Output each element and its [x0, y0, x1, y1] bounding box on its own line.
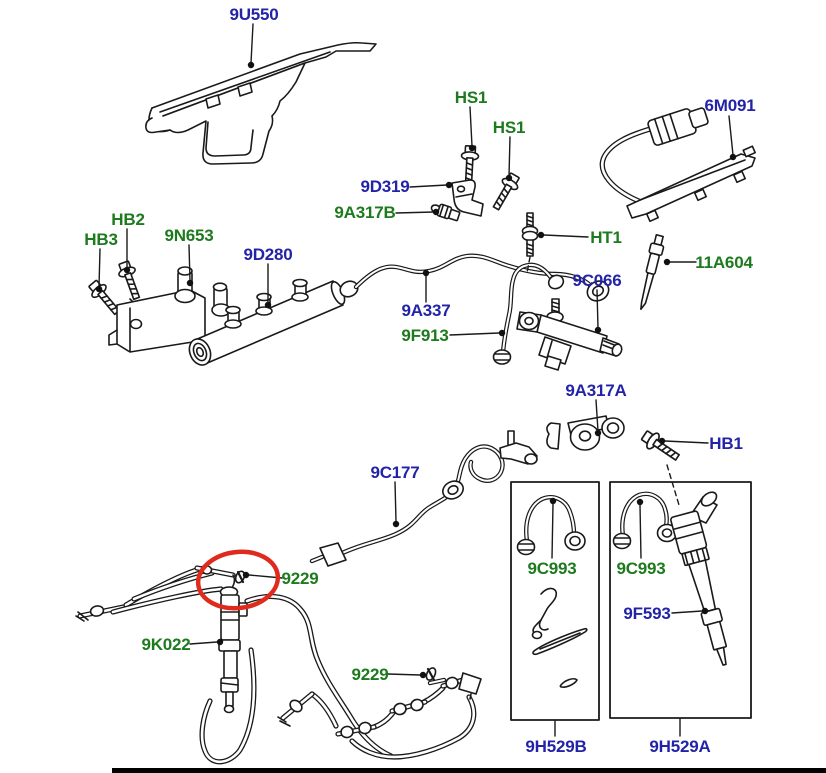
part-label-9n653: 9N653	[164, 226, 214, 245]
engine-cover-art	[145, 41, 377, 165]
hs1-bolt-a-art	[459, 144, 480, 186]
part-label-9h529a: 9H529A	[649, 737, 711, 756]
part-label-hb2: HB2	[111, 210, 145, 229]
part-label-hb1: HB1	[709, 434, 743, 453]
part-label-9d319: 9D319	[360, 177, 410, 196]
part-label-9c993-1: 9C993	[527, 559, 577, 578]
part-label-9229-1: 9229	[281, 569, 319, 588]
part-label-9c177: 9C177	[370, 463, 420, 482]
injector-9f593-art	[670, 491, 728, 666]
glow-plug-11a604-art	[640, 234, 665, 311]
part-label-9h529b: 9H529B	[525, 737, 587, 756]
part-label-6m091: 6M091	[704, 96, 756, 115]
dashed-leader-lines	[526, 256, 680, 506]
part-label-9229-2: 9229	[351, 665, 389, 684]
bottom-scan-bar	[112, 768, 826, 773]
bracket-9n653-art	[108, 266, 231, 353]
part-label-9a317a: 9A317A	[565, 381, 627, 400]
part-label-9f593: 9F593	[623, 604, 671, 623]
part-label-9d280: 9D280	[243, 245, 293, 264]
hb1-bolt-art	[638, 426, 684, 466]
leader-lines	[98, 23, 734, 737]
part-label-9a337: 9A337	[401, 301, 451, 320]
part-label-ht1: HT1	[590, 228, 622, 247]
sensor-9a317b-art	[430, 203, 461, 222]
leak-off-hoses-art	[277, 667, 482, 757]
part-label-9u550: 9U550	[229, 5, 279, 24]
seal-9229-a-art	[234, 570, 246, 584]
bracket-9d319-art	[451, 179, 484, 217]
part-label-9c993-2: 9C993	[616, 559, 666, 578]
harness-6m091-art	[602, 107, 756, 223]
part-label-hs1-2: HS1	[492, 118, 526, 137]
fuel-rail-9d280-art	[188, 278, 359, 366]
leader-dots	[95, 61, 737, 679]
clamp-9a317a-art	[546, 415, 625, 451]
inset-box-9h529b	[510, 481, 600, 721]
part-label-11a604: 11A604	[695, 253, 753, 272]
part-label-9a317b: 9A317B	[334, 203, 396, 222]
pipe-9a337-art	[356, 256, 610, 302]
pipe-9c177-art	[309, 430, 538, 567]
seal-9229-b-art	[425, 667, 437, 682]
valve-9c066-art	[516, 298, 623, 371]
inset-box-9h529a	[609, 481, 752, 719]
pipe-9f913-art	[492, 265, 565, 365]
part-label-hs1-1: HS1	[454, 88, 488, 107]
stud-ht1-art	[521, 212, 539, 257]
part-label-hb3: HB3	[84, 230, 118, 249]
part-label-9f913: 9F913	[401, 326, 449, 345]
highlight-ellipse	[195, 549, 281, 611]
part-label-9c066: 9C066	[572, 271, 622, 290]
hs1-bolt-b-art	[487, 170, 524, 214]
hb2-bolt-art	[114, 258, 146, 303]
part-label-9k022: 9K022	[141, 635, 191, 654]
